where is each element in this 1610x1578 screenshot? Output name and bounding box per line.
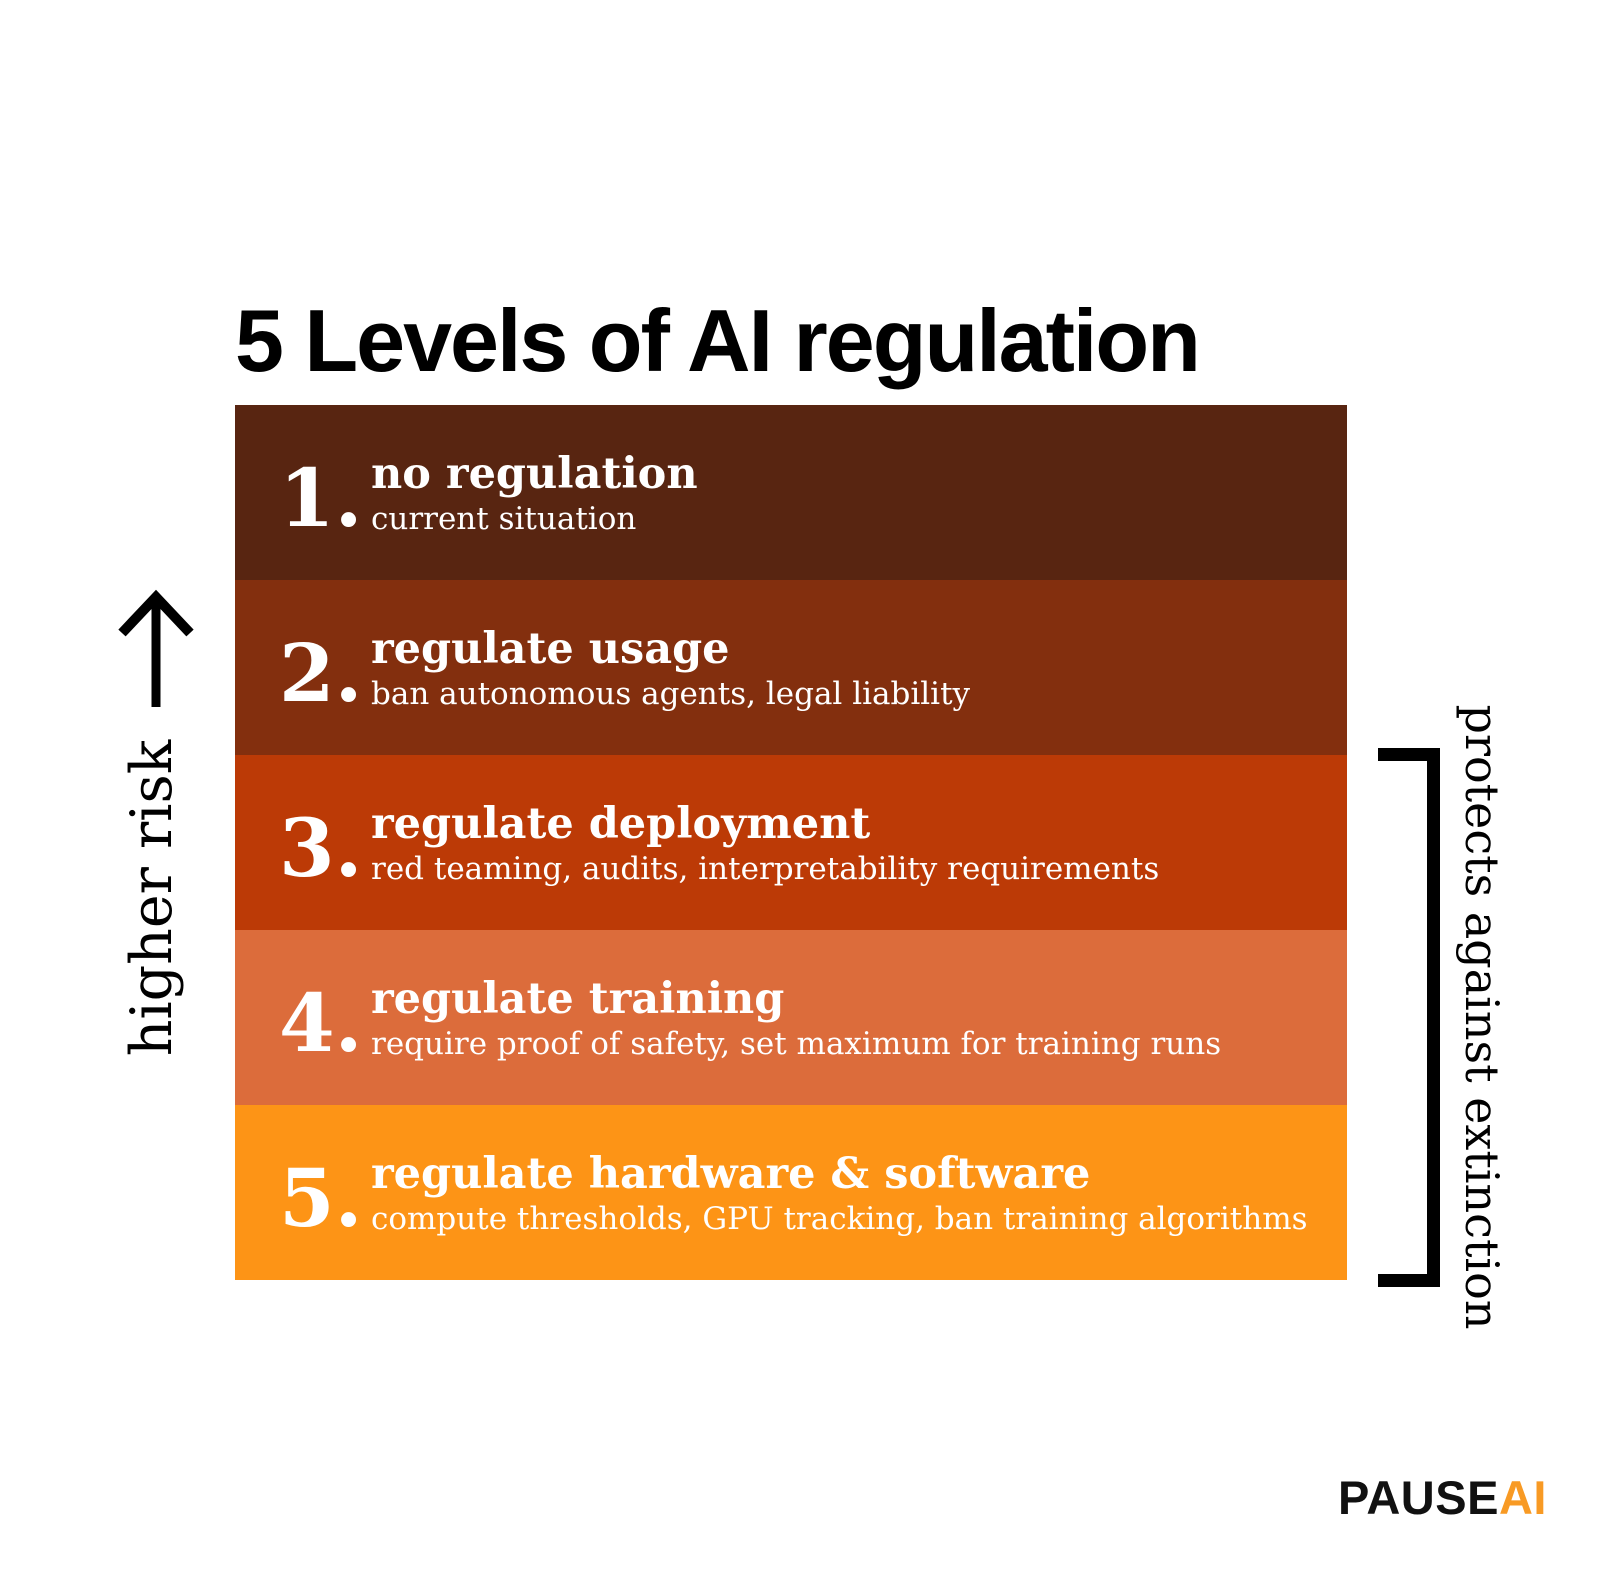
levels-stack: 1. no regulation current situation 2. re… [235,405,1347,1280]
logo-ai: AI [1498,1471,1547,1524]
pauseai-logo: PAUSEAI [1338,1470,1547,1525]
level-text-block: regulate training require proof of safet… [371,974,1222,1063]
level-title: regulate training [371,974,785,1025]
level-text-block: regulate usage ban autonomous agents, le… [371,624,971,713]
level-number: 4. [279,975,363,1070]
level-title: regulate hardware & software [371,1149,1091,1200]
level-text-block: regulate deployment red teaming, audits,… [371,799,1160,888]
level-subtitle: red teaming, audits, interpretability re… [371,850,1160,887]
level-band-5: 5. regulate hardware & software compute … [235,1105,1347,1280]
bracket-icon [1378,748,1440,1287]
level-text-block: regulate hardware & software compute thr… [371,1149,1308,1238]
higher-risk-label: higher risk [119,739,185,1057]
level-number: 3. [279,800,363,895]
level-number: 1. [279,450,363,545]
level-subtitle: require proof of safety, set maximum for… [371,1025,1222,1062]
level-number: 2. [279,625,363,720]
up-arrow-icon [118,589,194,707]
level-title: no regulation [371,449,698,500]
level-subtitle: compute thresholds, GPU tracking, ban tr… [371,1200,1308,1237]
level-band-4: 4. regulate training require proof of sa… [235,930,1347,1105]
level-title: regulate usage [371,624,730,675]
level-subtitle: ban autonomous agents, legal liability [371,675,971,712]
level-title: regulate deployment [371,799,871,850]
level-number: 5. [279,1150,363,1245]
logo-pause: PAUSE [1338,1471,1499,1524]
level-band-3: 3. regulate deployment red teaming, audi… [235,755,1347,930]
level-band-2: 2. regulate usage ban autonomous agents,… [235,580,1347,755]
level-subtitle: current situation [371,500,637,537]
protects-against-extinction-label: protects against extinction [1455,704,1509,1330]
level-text-block: no regulation current situation [371,449,698,538]
level-band-1: 1. no regulation current situation [235,405,1347,580]
page-title: 5 Levels of AI regulation [235,290,1201,390]
